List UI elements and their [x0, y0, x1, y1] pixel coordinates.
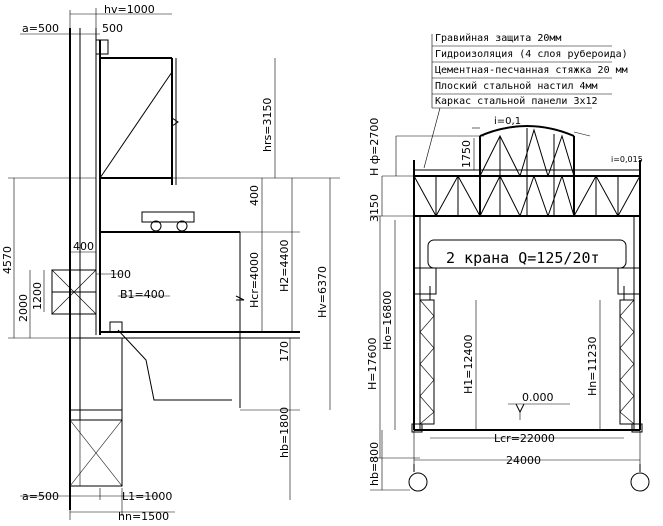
column-bracket [70, 321, 300, 420]
b1-label: B1=400 [120, 288, 165, 301]
roof-layer-4: Плоский стальной настил 4мм [435, 80, 598, 92]
dim-170-label: 170 [278, 341, 291, 362]
dim-1750-label: 1750 [460, 140, 473, 168]
dim-400-top-label: 400 [248, 185, 261, 206]
overhead-crane: 2 крана Q=125/20т [420, 239, 634, 269]
roof-layers-legend: Гравийная защита 20мм Гидроизоляция (4 с… [423, 32, 628, 169]
lcr-label: Lcr=22000 [494, 432, 555, 445]
hrs-label: hrs=3150 [261, 98, 274, 152]
lower-lattice-columns [411, 299, 643, 433]
ho-label: Ho=16800 [381, 291, 394, 350]
hv-right-label: Hv=6370 [316, 266, 329, 318]
dim-2000-label: 2000 [17, 294, 30, 322]
dim-500-label: 500 [102, 22, 123, 35]
hv-label: hv=1000 [104, 3, 155, 16]
section-dimensions [370, 135, 641, 491]
a-bottom-label: a=500 [22, 490, 59, 503]
dim-400-col-label: 400 [73, 240, 94, 253]
level-label: 0.000 [522, 391, 554, 404]
hb-left-label: hb=1800 [278, 407, 291, 458]
dim-3150-label: 3150 [368, 194, 381, 222]
roof-layer-3: Цементная-песчанная стяжка 20 мм [435, 65, 628, 76]
hb-right-label: hb=800 [368, 442, 381, 486]
column-shaft [69, 28, 109, 510]
l1-label: L1=1000 [122, 490, 172, 503]
slope-side-label: i=0,015 [611, 155, 643, 164]
h2-label: H2=4400 [278, 240, 291, 292]
h1-label: H1=12400 [462, 335, 475, 394]
crane-assembly [100, 211, 245, 408]
dim-4570-label: 4570 [1, 246, 14, 274]
roof-truss-end [99, 57, 179, 185]
roof-layer-5: Каркас стальной панели 3х12 [435, 95, 598, 107]
dim-100-label: 100 [110, 268, 131, 281]
hn-right-label: Hn=11230 [586, 337, 599, 396]
span-label: 24000 [506, 454, 541, 467]
hf-label: H ф=2700 [368, 118, 381, 176]
h-label: H=17600 [366, 338, 379, 390]
column-insert [51, 248, 97, 315]
hcr-label: Hcr=4000 [248, 252, 261, 308]
column-dimensions [8, 8, 340, 520]
a-top-label: a=500 [22, 22, 59, 35]
column-detail: hv=1000 a=500 500 hrs=3150 400 H2=4400 H… [1, 3, 340, 523]
building-section: Гравийная защита 20мм Гидроизоляция (4 с… [366, 32, 650, 492]
roof-layer-2: Гидроизоляция (4 слоя рубероида) [435, 48, 628, 60]
foundation-pads [408, 464, 650, 492]
crane-label: 2 крана Q=125/20т [446, 249, 600, 267]
lower-column-lattice [69, 409, 123, 487]
roof-layer-1: Гравийная защита 20мм [435, 32, 561, 44]
slope-main-label: i=0,1 [494, 116, 521, 127]
level-marker: 0.000 [508, 391, 570, 420]
hn-label: hn=1500 [118, 510, 169, 523]
dim-1200-label: 1200 [31, 282, 44, 310]
roof-lantern [472, 125, 591, 218]
